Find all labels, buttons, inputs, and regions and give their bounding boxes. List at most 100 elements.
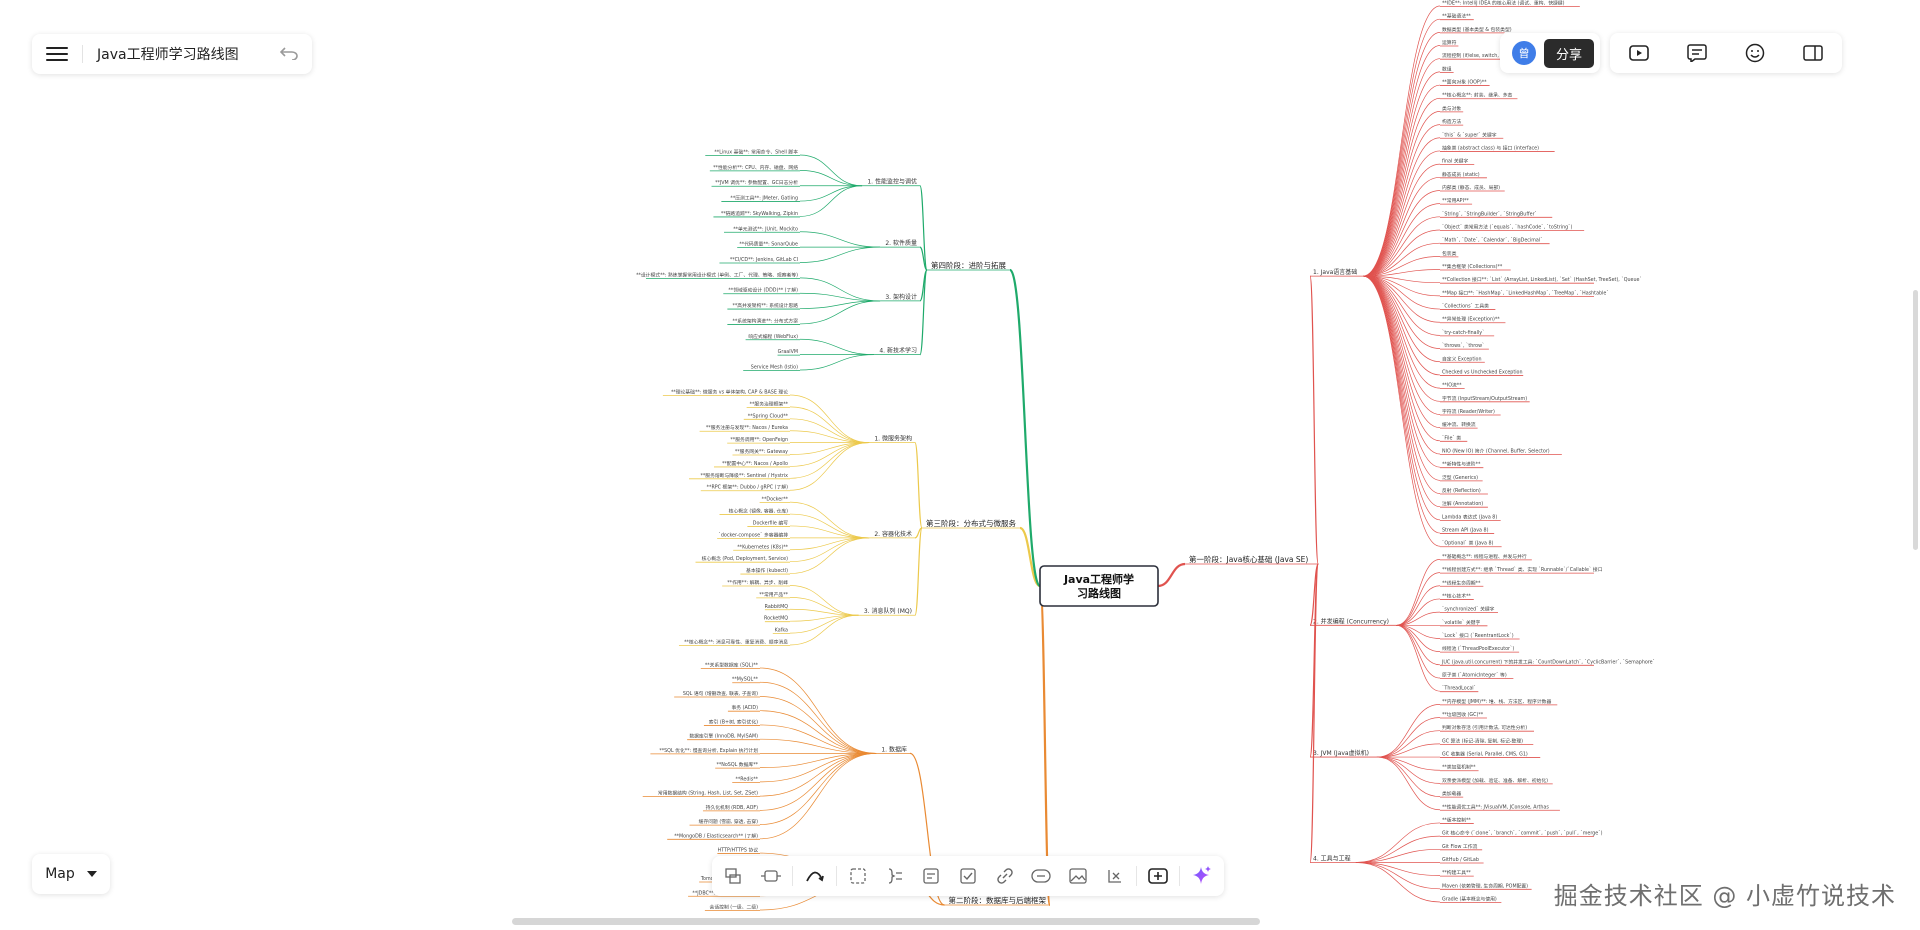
subtopic-node[interactable]: **构建工具** [1442, 869, 1471, 876]
subtopic-node[interactable]: 事务 (ACID) [731, 704, 758, 711]
subtopic-node[interactable]: `String`, `StringBuilder`, `StringBuffer… [1442, 211, 1537, 217]
subtopic-node[interactable]: Kafka [775, 628, 788, 634]
subtopic-node[interactable]: 静态成员 (static) [1442, 171, 1480, 178]
subtopic-node[interactable]: **内存模型 (JMM)**: 堆、栈、方法区、程序计数器 [1442, 698, 1551, 705]
boundary-icon[interactable] [753, 860, 790, 892]
subtopic-node[interactable]: `this` & `super` 关键字 [1442, 131, 1497, 138]
subtopic-node[interactable]: `synchronized` 关键字 [1442, 606, 1495, 613]
subtopic-node[interactable]: GC 收集器 (Serial, Parallel, CMS, G1) [1442, 751, 1528, 758]
subtopic-node[interactable]: 泛型 (Generics) [1442, 474, 1478, 481]
subtopic-node[interactable]: **基础语法** [1442, 13, 1471, 20]
subtopic-node[interactable]: Lambda 表达式 (Java 8) [1442, 513, 1497, 520]
subtopic-node[interactable]: 常用数据结构 (String, Hash, List, Set, ZSet) [658, 790, 758, 797]
subtopic-node[interactable]: 字符流 (Reader/Writer) [1442, 408, 1495, 415]
subtopic-node[interactable]: **JVM 调优**: 参数配置、GC日志分析 [715, 179, 798, 186]
menu-icon[interactable] [46, 47, 68, 61]
subtopic-node[interactable]: 数据库引擎 (InnoDB, MyISAM) [689, 733, 758, 740]
subtopic-node[interactable]: 数据类型 (基本类型 & 包装类型) [1442, 26, 1512, 33]
subtopic-node[interactable]: 注解 (Annotation) [1442, 500, 1483, 507]
subtopic-node[interactable]: `volatile` 关键字 [1442, 619, 1480, 626]
outline-icon[interactable] [1668, 33, 1726, 73]
subtopic-node[interactable]: 会话控制 (一级、二级) [710, 904, 759, 911]
subtopic-node[interactable]: JUC (java.util.concurrent) 下的并发工具: `Coun… [1441, 658, 1655, 665]
subtopic-node[interactable]: `Math`, `Date`, `Calendar`, `BigDecimal` [1442, 238, 1543, 244]
curve-icon[interactable] [796, 860, 833, 892]
subtopic-node[interactable]: **单元测试**: JUnit, Mockito [733, 225, 798, 232]
subtopic-node[interactable]: **服务注册与发现**: Nacos / Eureka [706, 424, 788, 431]
subtopic-node[interactable]: 双亲委派模型 (加载、验证、准备、解析、初始化) [1442, 777, 1548, 784]
subtopic-node[interactable]: RabbitMQ [765, 604, 789, 610]
subtopic-node[interactable]: **Docker** [762, 497, 789, 503]
subtopic-node[interactable]: Checked vs Unchecked Exception [1442, 369, 1523, 375]
subtopic-node[interactable]: **Kubernetes (K8s)** [737, 544, 788, 550]
topic-node[interactable]: 2. 并发编程 (Concurrency) [1313, 617, 1389, 625]
subtopic-node[interactable]: 原子类 (`AtomicInteger` 等) [1442, 672, 1507, 679]
topic-node[interactable]: 3. 消息队列 (MQ) [864, 607, 912, 615]
subtopic-node[interactable]: **线程生命周期** [1442, 579, 1481, 586]
subtopic-node[interactable]: `Lock` 接口 (`ReentrantLock`) [1442, 632, 1514, 639]
subtopic-node[interactable]: `throws`, `throw` [1442, 343, 1484, 349]
subtopic-node[interactable]: **面向对象 (OOP)** [1442, 79, 1487, 86]
subtopic-node[interactable]: 构造方法 [1442, 118, 1461, 125]
undo-icon[interactable] [279, 44, 298, 65]
subtopic-node[interactable]: 持久化机制 (RDB, AOF) [706, 804, 758, 811]
subtopic-node[interactable]: NIO (New IO) 简介 (Channel, Buffer, Select… [1442, 448, 1550, 455]
topic-node[interactable]: 3. 架构设计 [885, 293, 917, 301]
subtopic-node[interactable]: SQL 语句 (增删改查, 联表, 子查询) [683, 690, 758, 697]
subtopic-node[interactable]: **核心概念**: 封装、继承、多态 [1442, 92, 1513, 99]
view-mode-select[interactable]: Map [32, 854, 110, 894]
subtopic-node[interactable]: **服务治理框架** [750, 400, 789, 407]
subtopic-node[interactable]: **常用产品** [759, 591, 788, 598]
subtopic-node[interactable]: 数组 [1442, 65, 1452, 72]
subtopic-node[interactable]: Maven (依赖管理, 生命周期, POM配置) [1442, 882, 1528, 889]
subtopic-node[interactable]: **配置中心**: Nacos / Apollo [722, 460, 788, 467]
avatar[interactable]: 曾 [1512, 41, 1536, 65]
branch-node[interactable]: 第一阶段：Java核心基础 (Java SE) [1189, 554, 1308, 564]
sidebar-icon[interactable] [1784, 33, 1842, 73]
subtopic-node[interactable]: 抽象类 (abstract class) 与 接口 (interface) [1442, 144, 1539, 151]
subtopic-node[interactable]: **领域驱动设计 (DDD)** (了解) [728, 287, 798, 294]
subtopic-node[interactable]: **CI/CD**: Jenkins, GitLab CI [730, 257, 798, 263]
subtopic-node[interactable]: **服务调用**: OpenFeign [730, 436, 788, 443]
subtopic-node[interactable]: `docker-compose` 多容器编排 [718, 531, 788, 538]
subtopic-node[interactable]: Dockerfile 编写 [753, 519, 788, 526]
subtopic-node[interactable]: 流程控制 (if/else, switch, for, while) [1442, 52, 1525, 59]
subtopic-node[interactable]: **版本控制** [1442, 816, 1471, 823]
subtopic-node[interactable]: **服务熔断与降级**: Sentinel / Hystrix [700, 472, 788, 479]
subtopic-node[interactable]: **理论基础**: 微服务 vs 单体架构, CAP & BASE 理论 [671, 389, 788, 396]
subtopic-node[interactable]: **Map 接口**: `HashMap`, `LinkedHashMap`, … [1442, 289, 1609, 296]
subtopic-node[interactable]: final 关键字 [1442, 158, 1468, 165]
subtopic-node[interactable]: 反射 (Reflection) [1442, 487, 1481, 494]
subtopic-node[interactable]: **MySQL** [732, 677, 759, 683]
horizontal-scrollbar[interactable] [512, 918, 1260, 925]
topic-node[interactable]: 4. 新技术学习 [879, 347, 917, 355]
share-button[interactable]: 分享 [1544, 38, 1595, 68]
subtopic-node[interactable]: **系统架构演进**: 分布式方案 [732, 317, 798, 324]
subtopic-node[interactable]: 缓冲流、转换流 [1442, 421, 1476, 428]
subtopic-node[interactable]: **代码质量**: SonarQube [739, 241, 798, 248]
subtopic-node[interactable]: 缓存问题 (雪崩, 穿透, 击穿) [699, 818, 758, 825]
subtopic-node[interactable]: **服务网关**: Gateway [735, 448, 788, 455]
note-icon[interactable] [913, 860, 950, 892]
subtopic-node[interactable]: `Collections` 工具类 [1442, 303, 1489, 310]
subtopic-node[interactable]: **压测工具**: JMeter, Gatling [730, 195, 798, 202]
emoji-icon[interactable] [1726, 33, 1784, 73]
branch-node[interactable]: 第四阶段：进阶与拓展 [931, 260, 1006, 270]
task-icon[interactable] [950, 860, 987, 892]
subtopic-node[interactable]: **核心技术** [1442, 592, 1471, 599]
subtopic-node[interactable]: 运算符 [1442, 39, 1457, 46]
subtopic-node[interactable]: **IO流** [1442, 382, 1462, 389]
subtopic-node[interactable]: Stream API (Java 8) [1442, 528, 1489, 534]
topic-node[interactable]: 1. Java语言基础 [1313, 268, 1357, 276]
subtopic-node[interactable]: **异常处理 (Exception)** [1442, 316, 1500, 323]
subtopic-node[interactable]: **线程创建方式**: 继承 `Thread` 类、实现 `Runnable`/… [1442, 566, 1603, 573]
subtopic-node[interactable]: Service Mesh (Istio) [751, 365, 798, 371]
subtopic-node[interactable]: **类加载机制** [1442, 764, 1476, 771]
subtopic-node[interactable]: 判断对象存活 (引用计数法, 可达性分析) [1442, 724, 1527, 731]
subtopic-node[interactable]: Git Flow 工作流 [1442, 843, 1478, 850]
subtopic-node[interactable]: **Linux 基础**: 常用命令、Shell 脚本 [714, 149, 798, 156]
branch-node[interactable]: 第二阶段：数据库与后端框架 [949, 895, 1047, 905]
subtopic-node[interactable]: GitHub / GitLab [1442, 857, 1479, 863]
subtopic-node[interactable]: **高并发架构**: 系统设计思路 [732, 302, 798, 309]
